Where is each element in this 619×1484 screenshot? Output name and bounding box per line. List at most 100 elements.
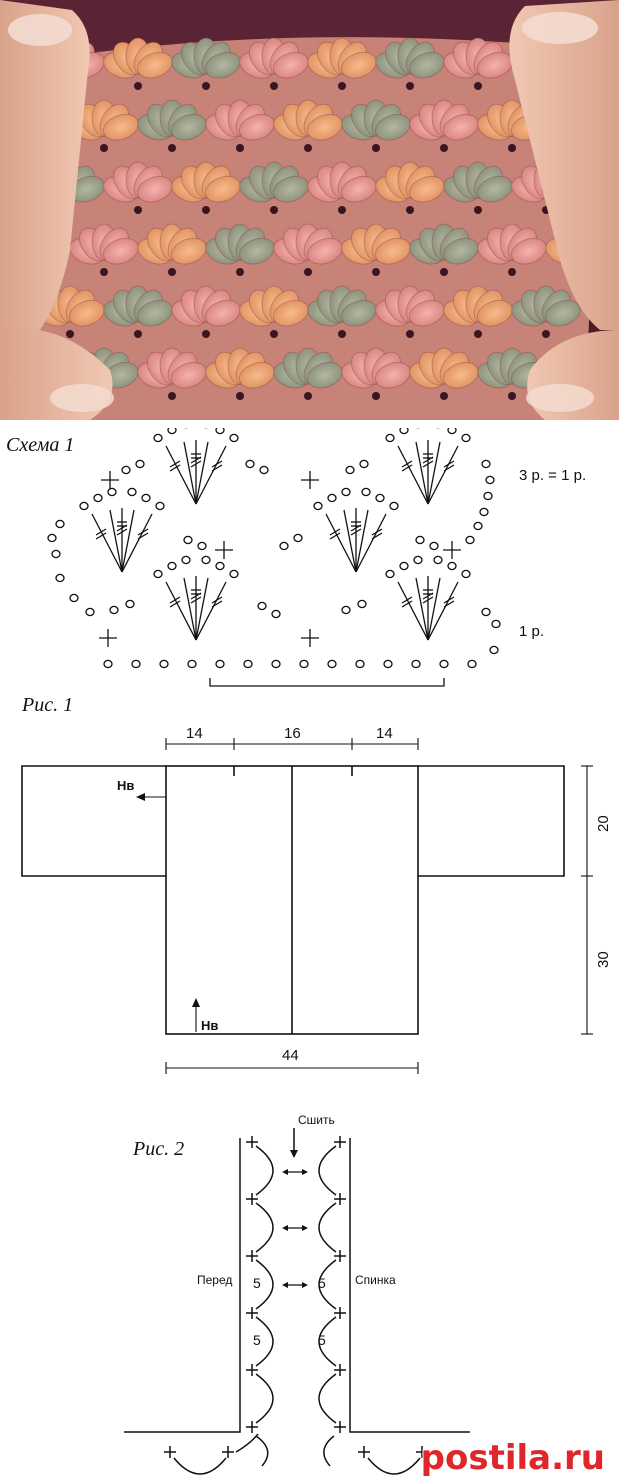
chain-space — [304, 144, 312, 152]
treble-stitch-symbol — [165, 581, 197, 641]
chain-stitch-symbol — [47, 533, 57, 543]
row-repeat-note: 3 р. = 1 р. — [519, 467, 586, 484]
treble-stitch-symbol — [121, 513, 153, 573]
chain-stitch-symbol — [415, 535, 425, 545]
chain-stitch-symbol — [229, 433, 239, 443]
chain-space — [338, 330, 346, 338]
chain-space — [168, 268, 176, 276]
yarn-petal — [476, 175, 513, 203]
chain-stitch-symbol — [481, 459, 491, 469]
yarn-petal — [68, 299, 105, 327]
chain-space — [66, 330, 74, 338]
chain-space — [202, 206, 210, 214]
chain-stitch-symbol — [479, 507, 489, 517]
back-edge — [349, 1138, 470, 1433]
treble-stitch-symbol — [427, 445, 459, 505]
chain-stitch-symbol — [109, 605, 119, 615]
yarn-petal — [272, 175, 309, 203]
treble-stitch-symbol — [427, 441, 441, 505]
chain-space — [202, 330, 210, 338]
chain-stitch-symbol — [79, 501, 89, 511]
front-arc — [255, 1316, 274, 1367]
yarn-petal — [510, 237, 547, 265]
back-arc — [318, 1202, 337, 1253]
chain-stitch-symbol — [215, 561, 225, 571]
chain-stitch-symbol — [279, 541, 289, 551]
treble-stitch-symbol — [109, 509, 123, 573]
chain-stitch-symbol — [293, 533, 303, 543]
chain-stitch-symbol — [465, 535, 475, 545]
gap-label-front-1: 5 — [253, 1275, 261, 1291]
chain-stitch-symbol — [489, 645, 499, 655]
fig2-title: Рис. 2 — [133, 1138, 185, 1160]
chain-stitch-symbol — [125, 599, 135, 609]
chain-space — [236, 392, 244, 400]
yarn-petal — [442, 237, 479, 265]
yarn-petal — [272, 51, 309, 79]
chain-stitch-symbol — [385, 569, 395, 579]
back-arc — [318, 1316, 337, 1367]
yarn-petal — [408, 175, 445, 203]
yarn-petal — [102, 113, 139, 141]
yarn-petal — [136, 51, 173, 79]
chain-space — [406, 82, 414, 90]
back-arc — [318, 1259, 337, 1310]
yarn-petal — [408, 51, 445, 79]
back-arc — [318, 1373, 337, 1424]
chain-space — [474, 206, 482, 214]
yarn-petal — [170, 237, 207, 265]
chain-stitch-symbol — [153, 569, 163, 579]
chain-stitch-symbol — [483, 491, 493, 501]
chain-space — [270, 82, 278, 90]
chain-stitch-symbol — [271, 609, 281, 619]
gap-label-back-2: 5 — [318, 1332, 326, 1348]
yarn-petal — [340, 299, 377, 327]
chain-stitch-symbol — [69, 593, 79, 603]
front-arc — [255, 1145, 274, 1196]
chain-stitch-symbol — [259, 465, 269, 475]
chain-stitch-symbol — [167, 561, 177, 571]
yarn-petal — [340, 175, 377, 203]
chain-stitch-symbol — [327, 493, 337, 503]
chain-stitch-symbol — [131, 659, 141, 669]
dim-right-width: 14 — [376, 725, 393, 742]
yarn-petal — [102, 237, 139, 265]
yarn-petal — [408, 299, 445, 327]
left-thumb — [0, 0, 90, 335]
chain-stitch-symbol — [299, 659, 309, 669]
chain-stitch-symbol — [245, 459, 255, 469]
yarn-petal — [170, 113, 207, 141]
chain-space — [338, 82, 346, 90]
chain-stitch-symbol — [93, 493, 103, 503]
yarn-petal — [238, 113, 275, 141]
row1-note: 1 р. — [519, 623, 544, 640]
chain-stitch-symbol — [121, 465, 131, 475]
chain-space — [134, 82, 142, 90]
chain-stitch-symbol — [215, 428, 225, 435]
chain-stitch-symbol — [385, 433, 395, 443]
treble-stitch-symbol — [121, 509, 135, 573]
chain-stitch-symbol — [461, 433, 471, 443]
chain-stitch-symbol — [229, 569, 239, 579]
chain-stitch-symbol — [167, 428, 177, 435]
gap-label-front-2: 5 — [253, 1332, 261, 1348]
chain-stitch-symbol — [103, 659, 113, 669]
chain-stitch-symbol — [399, 561, 409, 571]
chain-stitch-symbol — [355, 659, 365, 669]
treble-stitch-symbol — [195, 577, 209, 641]
chain-stitch-symbol — [359, 459, 369, 469]
chain-stitch-symbol — [439, 659, 449, 669]
chain-stitch-symbol — [183, 535, 193, 545]
dim-body-height: 30 — [595, 951, 612, 968]
chain-stitch-symbol — [197, 541, 207, 551]
treble-stitch-symbol — [183, 441, 197, 505]
dim-middle-width: 16 — [284, 725, 301, 742]
yarn-petal — [442, 113, 479, 141]
chain-stitch-symbol — [341, 605, 351, 615]
treble-stitch-symbol — [415, 577, 429, 641]
treble-stitch-symbol — [183, 577, 197, 641]
yarn-petal — [306, 237, 343, 265]
chain-stitch-symbol — [215, 659, 225, 669]
chain-stitch-symbol — [187, 659, 197, 669]
chain-space — [372, 144, 380, 152]
